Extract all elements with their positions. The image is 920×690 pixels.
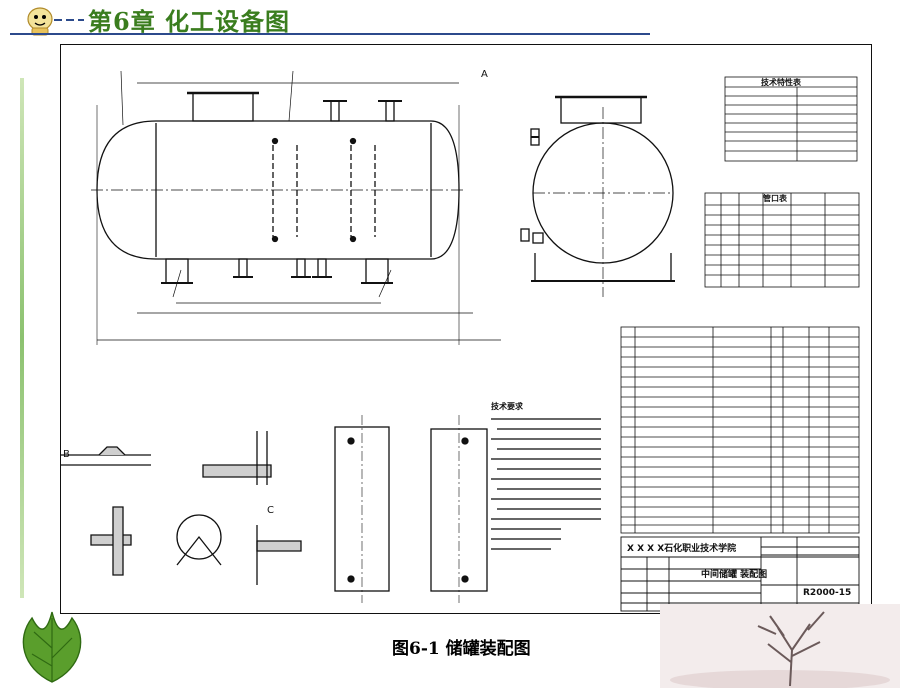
tech-requirements-text (491, 418, 601, 550)
tech-requirements-title: 技术要求 (491, 401, 524, 411)
view-label-a: A (481, 69, 488, 80)
assembly-drawing: 技术特性表 管口表 技术要求 X X X X石化职业技术学院 中间储罐 装配图 … (60, 44, 872, 614)
title-block (620, 536, 860, 612)
drawing-name: 中间储罐 装配图 (701, 568, 767, 580)
side-accent-bar (20, 78, 24, 598)
view-label-c: C (267, 505, 274, 516)
weld-detail-views (61, 431, 302, 585)
support-plate-views (334, 415, 488, 603)
nozzle-table-title: 管口表 (763, 193, 788, 203)
institution-name: X X X X石化职业技术学院 (627, 542, 736, 554)
figure-caption: 图6-1 储罐装配图 (392, 639, 531, 659)
drawing-canvas: 技术特性表 管口表 技术要求 X X X X石化职业技术学院 中间储罐 装配图 … (61, 69, 860, 612)
nozzle-table (704, 192, 860, 288)
leaf-decoration-icon (22, 611, 82, 683)
tank-front-view (91, 70, 501, 345)
tech-params-table (724, 76, 858, 162)
header-divider (10, 33, 650, 35)
tank-side-view (520, 95, 675, 297)
page-title: 第6章 化工设备图 (88, 7, 291, 36)
drawing-number: R2000-15 (803, 588, 851, 598)
tech-params-title: 技术特性表 (761, 77, 802, 87)
tree-decoration-icon (660, 604, 900, 688)
parts-list-table (620, 326, 860, 534)
view-label-b: B (63, 449, 70, 460)
